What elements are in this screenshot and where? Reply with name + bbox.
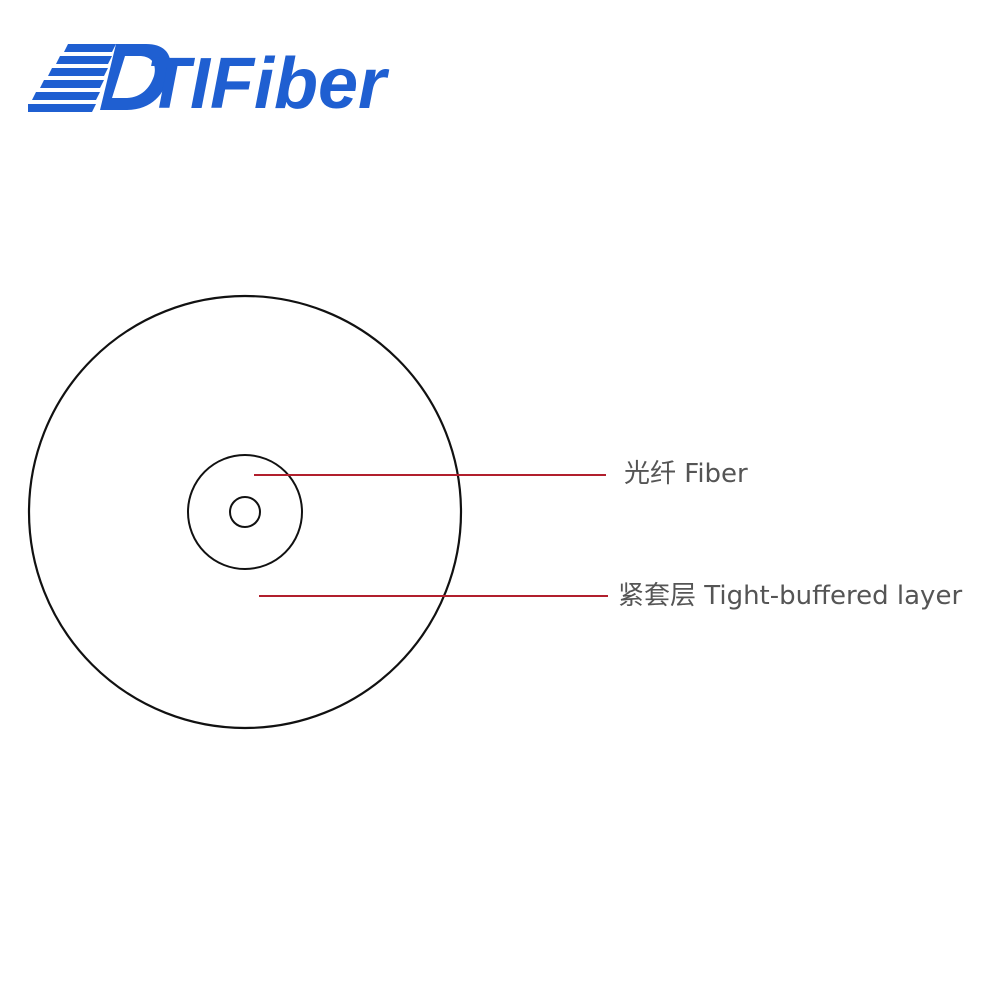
tight-buffered-layer-label: 紧套层 Tight-buffered layer xyxy=(618,581,963,611)
logo-d-shape xyxy=(100,44,171,110)
brand-logo-svg: TIFiber xyxy=(24,44,390,124)
logo-wordmark: TIFiber xyxy=(146,44,390,116)
tight-buffer-outline xyxy=(187,454,303,570)
outer-jacket-outline xyxy=(27,294,463,730)
fiber-label: 光纤 Fiber xyxy=(624,459,748,489)
fiber-core-outline xyxy=(229,496,261,528)
logo-speed-lines xyxy=(24,44,116,112)
brand-logo: TIFiber xyxy=(24,36,428,124)
